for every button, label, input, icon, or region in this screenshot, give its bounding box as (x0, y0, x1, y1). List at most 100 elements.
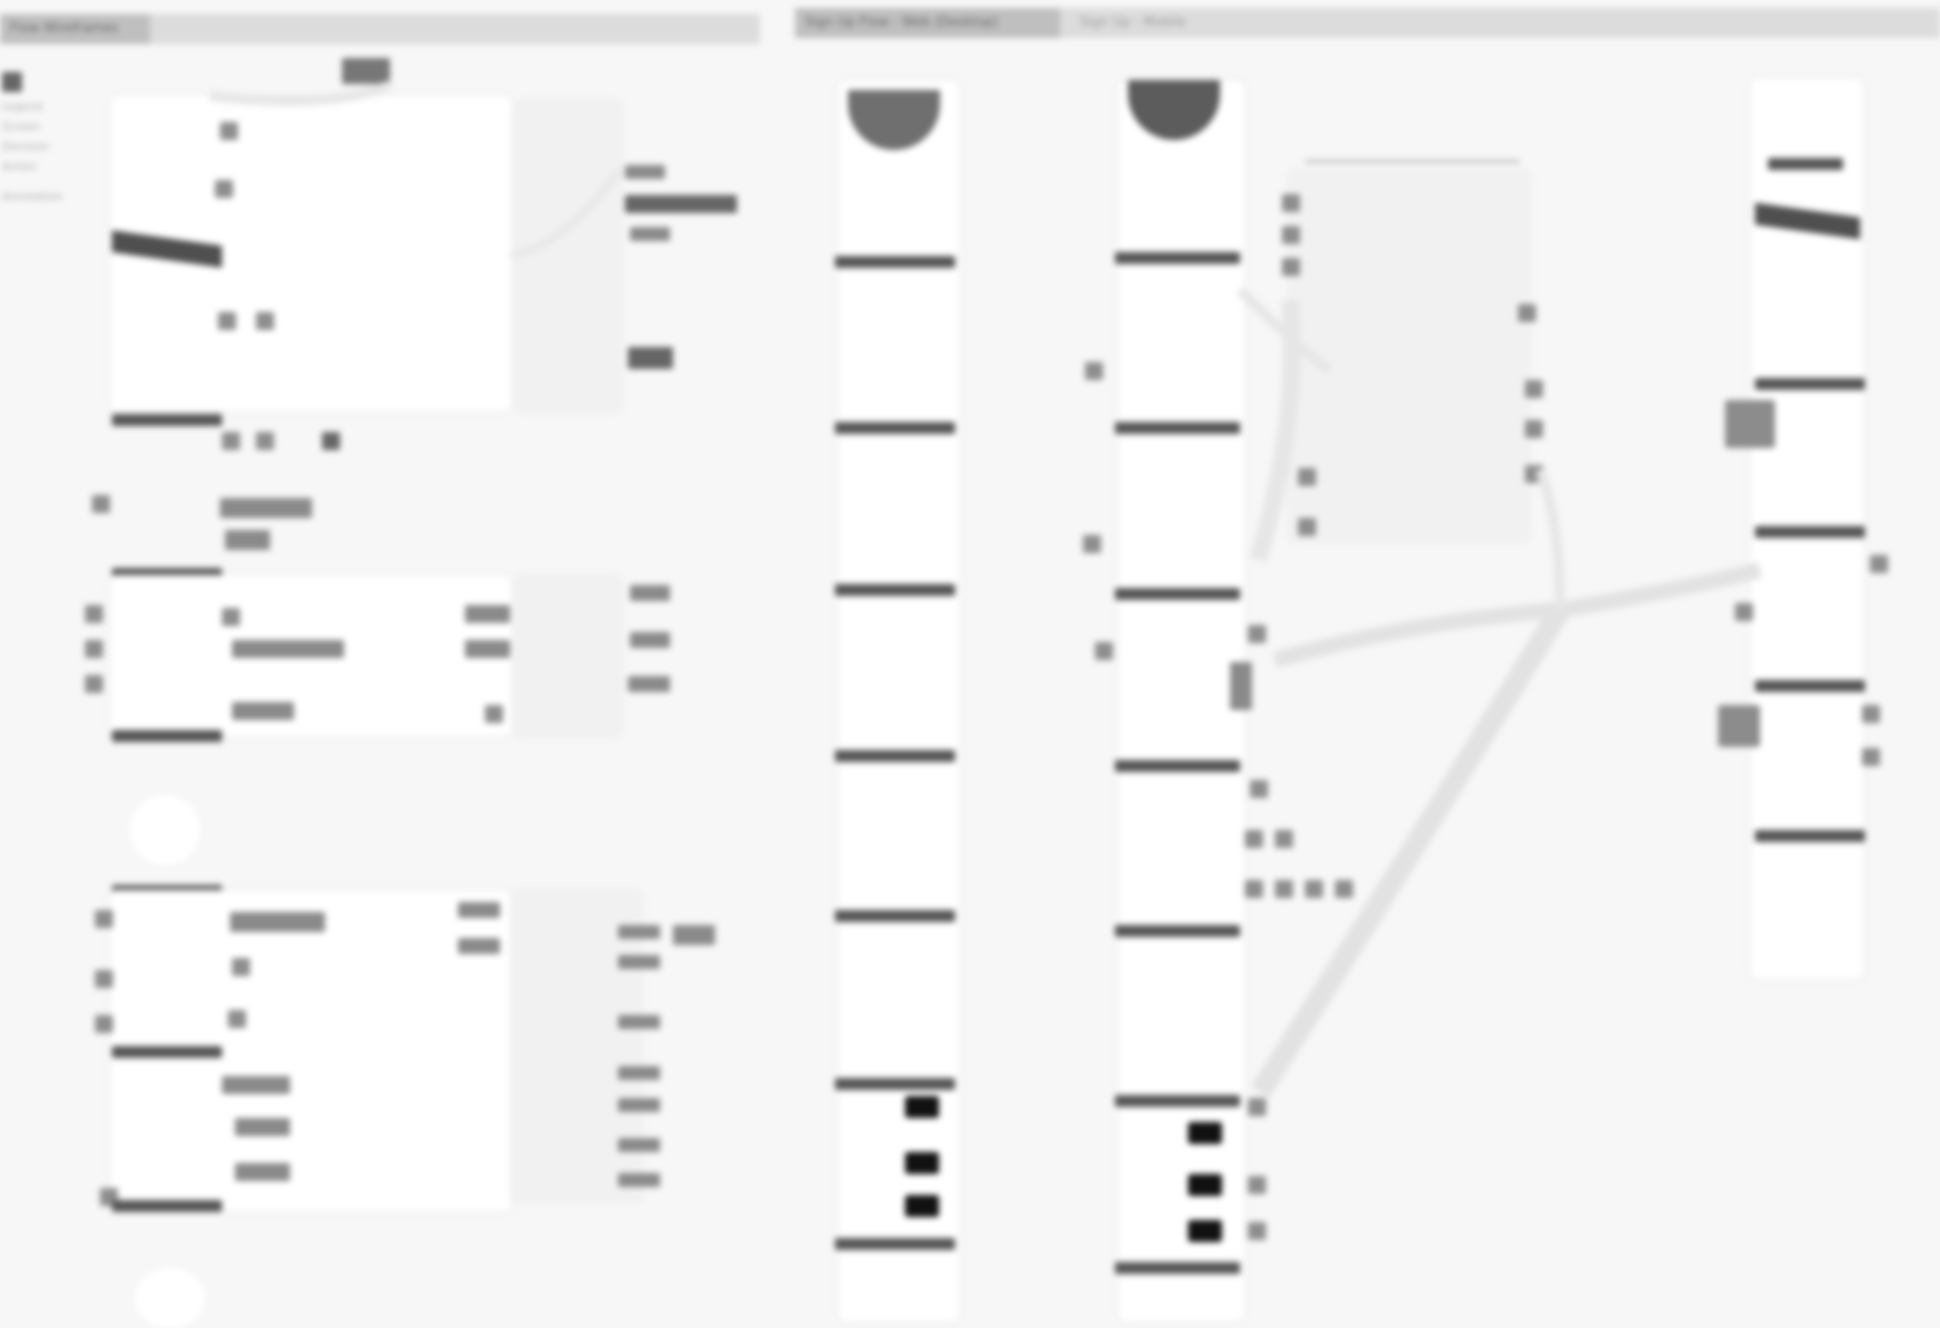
c-heading-2 (1755, 526, 1865, 538)
b-ann-node-9 (1298, 518, 1316, 536)
b-ann-node-1 (1282, 194, 1300, 212)
b-heading-4 (1115, 760, 1240, 772)
node-4b (95, 970, 113, 988)
option-4e[interactable] (673, 925, 715, 945)
tab-sign-up-mobile[interactable]: Sign Up - Mobile (1080, 15, 1186, 30)
end-node-1 (130, 795, 200, 865)
option-3a[interactable] (232, 640, 344, 658)
b-node-9 (1275, 880, 1293, 898)
b-heading-6 (1115, 1095, 1240, 1107)
c-end-node (1770, 915, 1840, 960)
annotation-b-title (1305, 160, 1520, 163)
option-4f[interactable] (618, 955, 660, 969)
option-5c[interactable] (235, 1163, 290, 1181)
a-heading-3 (835, 584, 955, 596)
c-node-1 (1870, 555, 1888, 573)
node-1b (215, 180, 233, 198)
screen-column-a (838, 80, 960, 1322)
option-5b[interactable] (235, 1118, 290, 1136)
node-3d (222, 608, 240, 626)
b-block-1[interactable] (1188, 1122, 1222, 1144)
b-node-4 (1248, 625, 1266, 643)
b-ann-node-8 (1298, 468, 1316, 486)
a-heading-5 (835, 910, 955, 922)
a-block-2[interactable] (905, 1152, 939, 1174)
c-thumbnail-2 (1718, 705, 1760, 747)
heading-1 (625, 195, 737, 213)
node-3e (485, 705, 503, 723)
b-end-node (1125, 988, 1235, 1068)
option-4b[interactable] (458, 902, 500, 918)
c-heading-4 (1755, 830, 1865, 842)
b-block-2[interactable] (1188, 1174, 1222, 1196)
annotation-panel-2 (515, 575, 622, 737)
option-2b[interactable] (225, 530, 270, 550)
option-4d[interactable] (618, 925, 660, 939)
option-5f[interactable] (618, 1138, 660, 1152)
b-node-6 (1245, 830, 1263, 848)
a-block-1[interactable] (905, 1096, 939, 1118)
option-1b[interactable] (630, 227, 670, 241)
b-node-12 (1248, 1098, 1266, 1116)
b-node-7 (1275, 830, 1293, 848)
a-block-3[interactable] (905, 1195, 939, 1217)
c-heading-0 (1768, 158, 1843, 170)
c-node-3 (1862, 705, 1880, 723)
node-3b (85, 640, 103, 658)
option-5g[interactable] (618, 1173, 660, 1187)
legend-decision: Decision (2, 140, 49, 153)
node-3c (85, 675, 103, 693)
node-4a (95, 910, 113, 928)
option-5e[interactable] (618, 1098, 660, 1112)
c-node-2 (1735, 603, 1753, 621)
option-2[interactable] (220, 498, 312, 518)
node-3a (85, 605, 103, 623)
option-5a[interactable] (222, 1076, 290, 1094)
option-4g[interactable] (618, 1015, 660, 1029)
option-5d[interactable] (618, 1066, 660, 1080)
c-heading-3 (1755, 680, 1865, 692)
node-4e (228, 1010, 246, 1028)
legend-swatch (2, 72, 22, 92)
option-3g[interactable] (628, 676, 670, 692)
option-4a[interactable] (230, 912, 325, 932)
option-3e[interactable] (630, 585, 670, 601)
node-2d (92, 495, 110, 513)
tab-flow-wireframes[interactable]: Flow Wireframes (0, 14, 150, 44)
heading-7 (112, 1200, 222, 1212)
b-node-5 (1250, 780, 1268, 798)
node-2b (256, 432, 274, 450)
b-heading-1 (1115, 252, 1240, 264)
b-heading-2 (1115, 422, 1240, 434)
b-heading-5 (1115, 925, 1240, 937)
a-heading-2 (835, 422, 955, 434)
action-1[interactable] (628, 347, 673, 369)
b-node-11 (1335, 880, 1353, 898)
b-heading-3 (1115, 588, 1240, 600)
b-toggle[interactable] (1230, 662, 1252, 710)
a-end-node (840, 975, 950, 1055)
legend-label: Legend (2, 100, 43, 113)
option-3b[interactable] (232, 702, 294, 720)
b-node-1 (1085, 362, 1103, 380)
node-2a (222, 432, 240, 450)
b-node-3 (1095, 642, 1113, 660)
a-heading-4 (835, 750, 955, 762)
a-heading-6 (835, 1078, 955, 1090)
option-1a[interactable] (625, 165, 665, 179)
start-node[interactable] (342, 58, 390, 84)
option-3f[interactable] (630, 632, 670, 648)
b-node-8 (1245, 880, 1263, 898)
tab-sign-up-desktop[interactable]: Sign Up Flow - Web (Desktop) (795, 8, 1060, 38)
c-thumbnail-1 (1725, 400, 1775, 448)
option-3d[interactable] (465, 640, 510, 658)
legend-action: Action (2, 160, 37, 173)
b-block-3[interactable] (1188, 1220, 1222, 1242)
node-1d (256, 312, 274, 330)
node-2c (322, 432, 340, 450)
option-4c[interactable] (458, 938, 500, 954)
heading-6 (112, 1046, 222, 1058)
option-3c[interactable] (465, 605, 510, 623)
